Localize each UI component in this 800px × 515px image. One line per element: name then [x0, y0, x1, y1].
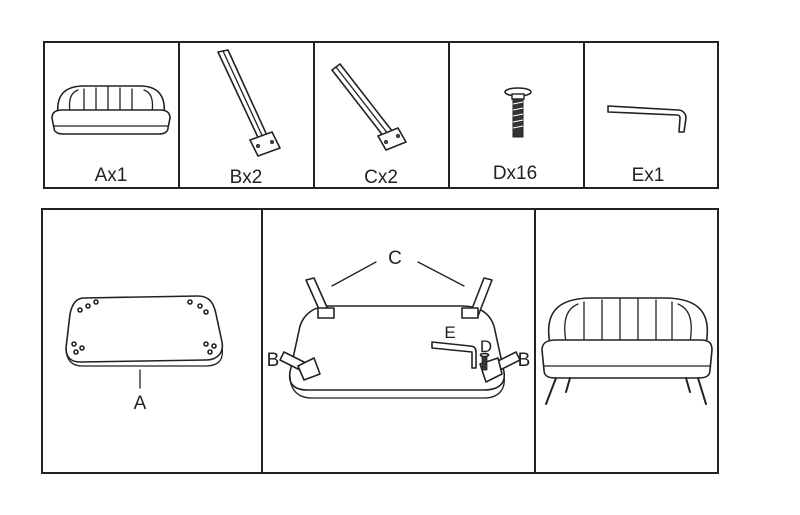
step2-callout-b-right: B	[518, 350, 531, 371]
callout-line	[417, 261, 465, 287]
step2-callout-d: D	[480, 337, 492, 356]
step2-leg-b-left-icon	[279, 351, 321, 381]
steps-table-frame	[41, 208, 719, 474]
step3-finished-sofa-icon	[541, 297, 713, 405]
part-c-label: Cx2	[364, 167, 398, 188]
step1-callout-a: A	[134, 393, 147, 414]
part-b-label: Bx2	[230, 167, 263, 188]
step1-sofa-base-icon	[65, 295, 224, 389]
step2-callout-c: C	[388, 248, 402, 269]
part-e-label: Ex1	[632, 165, 665, 186]
parts-table	[43, 41, 719, 189]
step2-callout-e: E	[444, 323, 455, 342]
part-d-label: Dx16	[493, 163, 537, 184]
step2-sofa-base-icon	[288, 305, 506, 399]
part-a-sofa-icon	[51, 85, 171, 135]
callout-line	[331, 261, 377, 287]
steps-table	[41, 208, 719, 474]
step2-leg-c-right-icon	[461, 277, 493, 319]
part-e-allen-key-icon	[607, 105, 687, 133]
step2-screw-icon	[479, 352, 490, 371]
step2-allen-key-icon	[431, 341, 477, 369]
part-a-label: Ax1	[95, 165, 128, 186]
step2-leg-c-left-icon	[305, 277, 335, 319]
part-b-leg-icon	[217, 49, 281, 157]
parts-table-frame	[43, 41, 719, 189]
part-c-leg-icon	[331, 63, 407, 151]
part-d-screw-icon	[504, 87, 532, 138]
step2-callout-b-left: B	[267, 350, 280, 371]
